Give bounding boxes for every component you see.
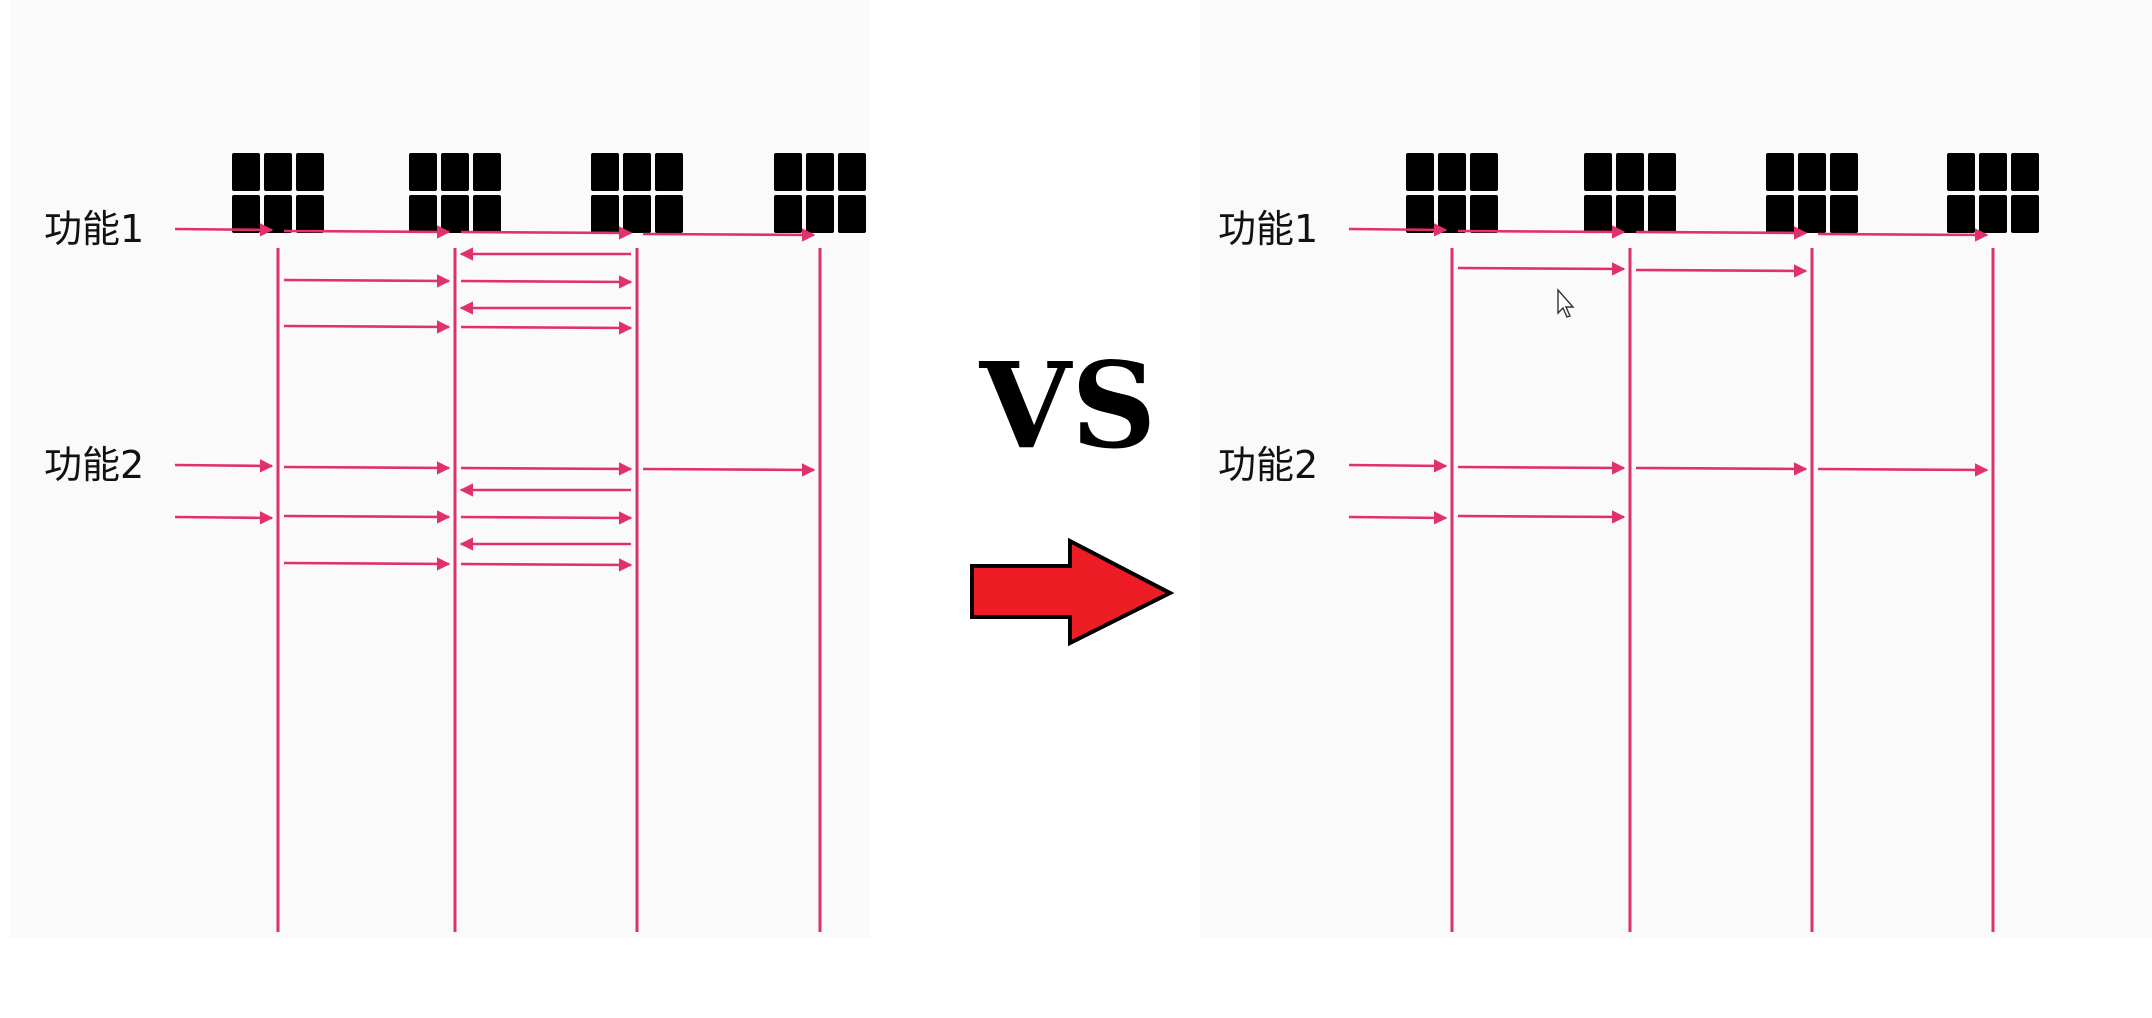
- grid-cell: [774, 195, 802, 233]
- message-arrow: [642, 463, 816, 477]
- grid-cell: [1648, 153, 1676, 191]
- server-grid-icon: [1584, 153, 1676, 233]
- grid-cell: [1947, 195, 1975, 233]
- grid-cell: [1648, 195, 1676, 233]
- message-arrow: [1348, 511, 1448, 525]
- server-grid-icon: [774, 153, 866, 233]
- grid-cell: [1979, 153, 2007, 191]
- grid-cell: [1470, 153, 1498, 191]
- server-grid-icon: [1947, 153, 2039, 233]
- grid-cell: [441, 195, 469, 233]
- message-arrow: [1635, 264, 1808, 278]
- server-grid-icon: [1766, 153, 1858, 233]
- vs-label: VS: [979, 336, 1157, 475]
- message-arrow: [283, 225, 451, 239]
- grid-cell: [1830, 195, 1858, 233]
- message-arrow: [642, 228, 816, 242]
- message-arrow: [460, 558, 633, 572]
- message-arrow: [283, 320, 451, 334]
- grid-cell: [591, 153, 619, 191]
- grid-cell: [1438, 153, 1466, 191]
- message-arrow: [174, 223, 274, 237]
- grid-cell: [806, 195, 834, 233]
- right-sequence-panel: 功能1 功能2: [1218, 153, 2039, 932]
- message-arrow: [1635, 226, 1808, 240]
- grid-cell: [473, 153, 501, 191]
- grid-cell: [1616, 153, 1644, 191]
- transition-arrow: [970, 537, 1175, 647]
- message-arrow: [460, 321, 633, 335]
- grid-cell: [1584, 195, 1612, 233]
- grid-cell: [806, 153, 834, 191]
- grid-cell: [296, 195, 324, 233]
- grid-cell: [232, 153, 260, 191]
- message-arrow: [283, 461, 451, 475]
- grid-cell: [1584, 153, 1612, 191]
- message-arrow: [460, 511, 633, 525]
- grid-cell: [1830, 153, 1858, 191]
- message-arrow: [460, 462, 633, 476]
- grid-cell: [1406, 195, 1434, 233]
- message-arrow: [1817, 228, 1989, 242]
- grid-cell: [1979, 195, 2007, 233]
- grid-cell: [1406, 153, 1434, 191]
- grid-cell: [623, 153, 651, 191]
- message-arrow: [460, 275, 633, 289]
- grid-cell: [838, 153, 866, 191]
- grid-cell: [655, 153, 683, 191]
- message-arrow: [283, 510, 451, 524]
- message-arrow: [1348, 223, 1448, 237]
- grid-cell: [774, 153, 802, 191]
- message-arrow: [283, 274, 451, 288]
- grid-cell: [2011, 153, 2039, 191]
- mouse-cursor-icon: [1557, 288, 1575, 318]
- feature-label: 功能1: [44, 207, 144, 251]
- message-arrow: [1635, 462, 1808, 476]
- grid-cell: [1616, 195, 1644, 233]
- feature-label: 功能2: [44, 443, 144, 487]
- grid-cell: [264, 153, 292, 191]
- message-arrow: [283, 557, 451, 571]
- grid-cell: [1470, 195, 1498, 233]
- grid-cell: [409, 195, 437, 233]
- left-sequence-panel: 功能1 功能2: [44, 153, 866, 932]
- feature-label: 功能2: [1218, 443, 1318, 487]
- grid-cell: [409, 153, 437, 191]
- message-arrow: [174, 511, 274, 525]
- grid-cell: [591, 195, 619, 233]
- message-arrow: [1457, 225, 1626, 239]
- grid-cell: [1438, 195, 1466, 233]
- grid-cell: [2011, 195, 2039, 233]
- grid-cell: [1766, 195, 1794, 233]
- grid-cell: [232, 195, 260, 233]
- message-arrow: [1457, 510, 1626, 524]
- message-arrow: [1348, 459, 1448, 473]
- feature-label: 功能1: [1218, 207, 1318, 251]
- grid-cell: [264, 195, 292, 233]
- server-grid-icon: [409, 153, 501, 233]
- grid-cell: [655, 195, 683, 233]
- message-arrow: [1457, 262, 1626, 276]
- grid-cell: [623, 195, 651, 233]
- server-grid-icon: [591, 153, 683, 233]
- message-arrow: [460, 226, 633, 240]
- grid-cell: [296, 153, 324, 191]
- message-arrow: [1457, 461, 1626, 475]
- message-arrow: [1817, 463, 1989, 477]
- grid-cell: [838, 195, 866, 233]
- grid-cell: [473, 195, 501, 233]
- grid-cell: [1798, 153, 1826, 191]
- grid-cell: [1798, 195, 1826, 233]
- message-arrow: [174, 459, 274, 473]
- grid-cell: [1766, 153, 1794, 191]
- server-grid-icon: [1406, 153, 1498, 233]
- grid-cell: [441, 153, 469, 191]
- grid-cell: [1947, 153, 1975, 191]
